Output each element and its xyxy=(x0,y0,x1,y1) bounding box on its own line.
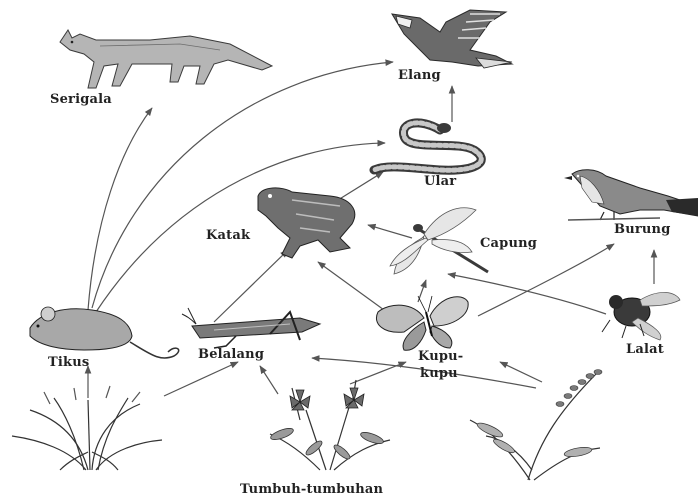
serigala-illustration xyxy=(60,30,272,88)
label-tumbuh-tumbuhan: Tumbuh-tumbuhan xyxy=(240,482,383,497)
label-capung: Capung xyxy=(480,236,537,251)
capung-illustration xyxy=(390,208,488,274)
arrow-tikus-to-elang xyxy=(92,62,393,308)
label-serigala: Serigala xyxy=(50,92,112,107)
arrows xyxy=(88,62,654,398)
label-katak: Katak xyxy=(206,228,250,243)
label-elang: Elang xyxy=(398,68,441,83)
kupu-kupu-illustration xyxy=(376,296,468,350)
label-kupu-line2: kupu xyxy=(420,366,458,381)
arrow-flower-to-belalang xyxy=(260,366,278,394)
katak-illustration xyxy=(258,188,355,258)
label-kupu-line1: Kupu- xyxy=(418,349,463,364)
arrow-katak-to-ular xyxy=(338,172,383,200)
arrow-weed-to-kupu xyxy=(500,362,542,382)
tikus-illustration xyxy=(30,307,179,358)
arrow-kupu-to-burung xyxy=(478,244,614,316)
label-belalang: Belalang xyxy=(198,347,264,362)
grass-plant-illustration xyxy=(12,386,162,470)
elang-illustration xyxy=(392,10,512,68)
lalat-illustration xyxy=(602,292,680,340)
ular-illustration xyxy=(374,123,481,170)
arrow-flower-to-kupu xyxy=(350,362,406,384)
weed-plant-illustration xyxy=(470,370,602,481)
arrow-belalang-to-katak xyxy=(214,250,288,322)
arrow-lalat-to-capung xyxy=(448,274,606,314)
belalang-illustration xyxy=(182,308,320,348)
arrow-plant-to-belalang xyxy=(164,362,238,396)
arrow-capung-to-katak xyxy=(368,225,412,238)
label-tikus: Tikus xyxy=(48,355,89,370)
flowering-plant-illustration xyxy=(269,380,390,470)
label-ular: Ular xyxy=(424,174,456,189)
burung-illustration xyxy=(564,170,698,220)
label-lalat: Lalat xyxy=(626,342,664,357)
label-burung: Burung xyxy=(614,222,670,237)
